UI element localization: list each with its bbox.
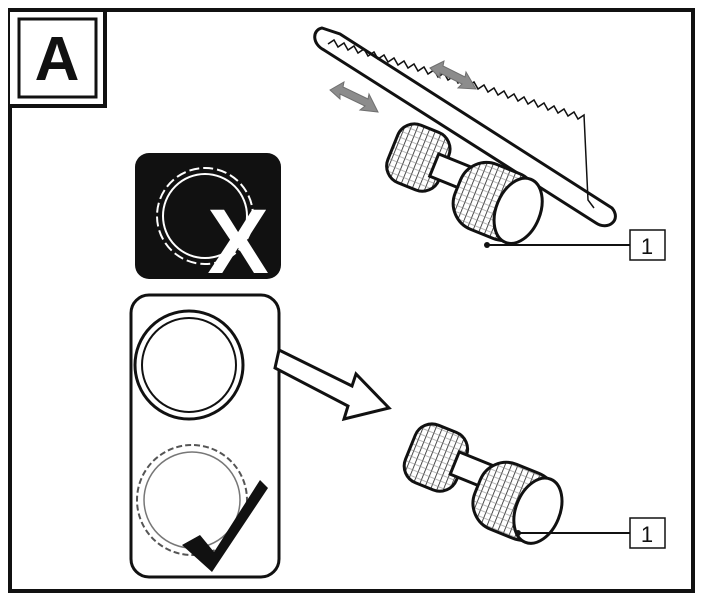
saw-cut-hose-fitting xyxy=(385,122,630,248)
double-arrow-icon xyxy=(329,60,477,113)
svg-text:1: 1 xyxy=(641,522,653,547)
finished-hose-fitting xyxy=(402,422,630,545)
comparison-panel xyxy=(129,293,281,579)
cross-icon: X xyxy=(207,191,268,293)
callout-1-top: 1 xyxy=(629,229,666,261)
panel-label-box: A xyxy=(10,8,107,108)
clean-cut-ring xyxy=(133,309,245,421)
bad-cut-icon: X xyxy=(135,153,281,293)
diagram-frame xyxy=(8,8,695,593)
callout-1-bottom: 1 xyxy=(629,517,666,549)
direction-arrow xyxy=(273,347,392,422)
svg-text:1: 1 xyxy=(641,234,653,259)
panel-letter: A xyxy=(35,25,80,94)
checkmark-icon xyxy=(182,480,268,572)
